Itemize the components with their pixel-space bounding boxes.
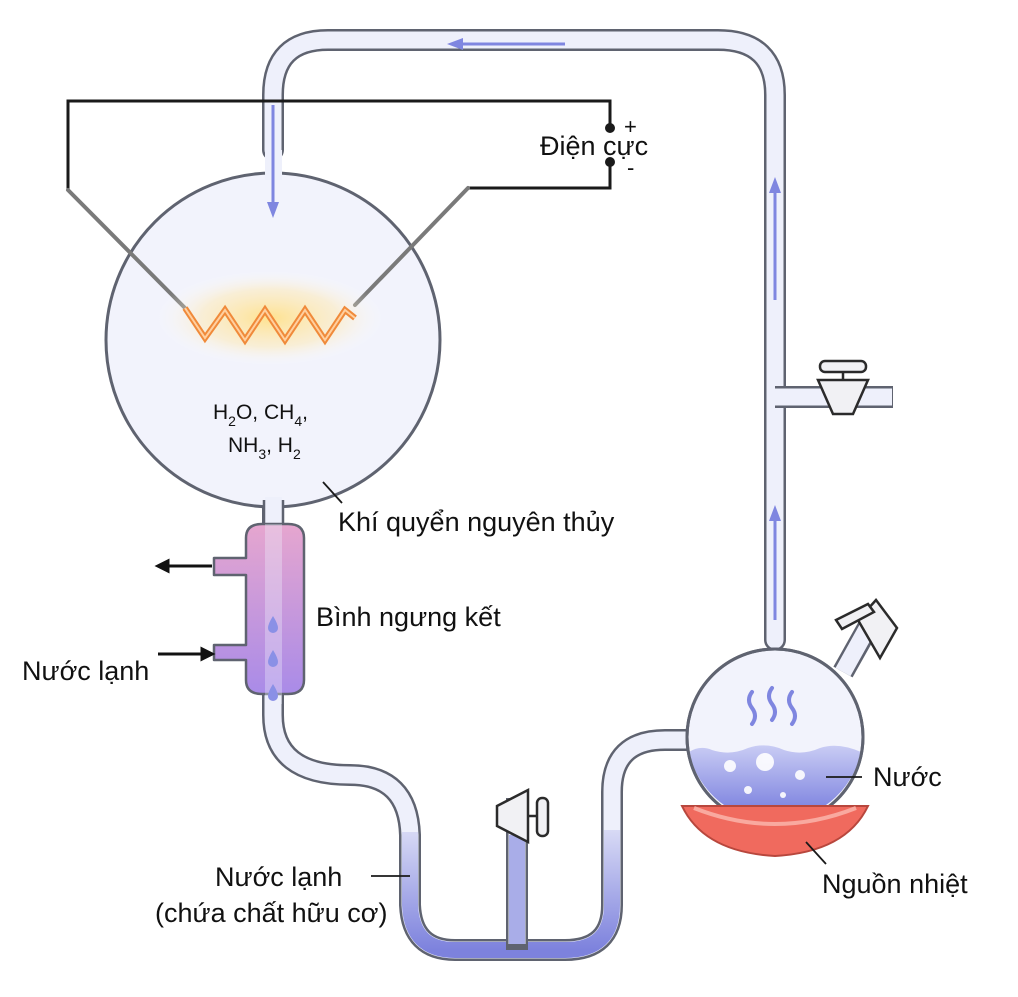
condenser: [212, 522, 306, 704]
label-cold-water-trap: Nước lạnh: [215, 862, 342, 892]
boiling-flask: [685, 609, 885, 827]
label-water: Nước: [873, 762, 942, 792]
label-electrodes: Điện cực: [540, 131, 648, 161]
label-atmosphere: Khí quyển nguyên thủy: [338, 507, 615, 537]
flow-arrows: [267, 38, 781, 620]
side-stopcock: [816, 359, 870, 416]
label-condenser: Bình ngưng kết: [316, 602, 501, 632]
label-organic-compounds: (chứa chất hữu cơ): [155, 898, 387, 928]
electrodes: [66, 186, 470, 310]
label-plus: +: [624, 114, 637, 139]
label-minus: -: [627, 155, 634, 180]
leader-lines: [322, 481, 862, 877]
label-heat-source: Nguồn nhiệt: [822, 869, 968, 899]
glass-tubing: [262, 29, 893, 961]
gas-formula-line-1: H2O, CH4,: [213, 401, 308, 429]
condensate-drops: [268, 616, 278, 701]
negative-terminal: [605, 157, 615, 167]
sampling-stopcock: [495, 787, 550, 845]
label-cold-water-in: Nước lạnh: [22, 656, 149, 686]
electrode-circuit: [66, 99, 612, 190]
positive-terminal: [605, 123, 615, 133]
gas-formula-line-2: NH3, H2: [228, 434, 301, 462]
flask-stopper: [834, 598, 899, 661]
